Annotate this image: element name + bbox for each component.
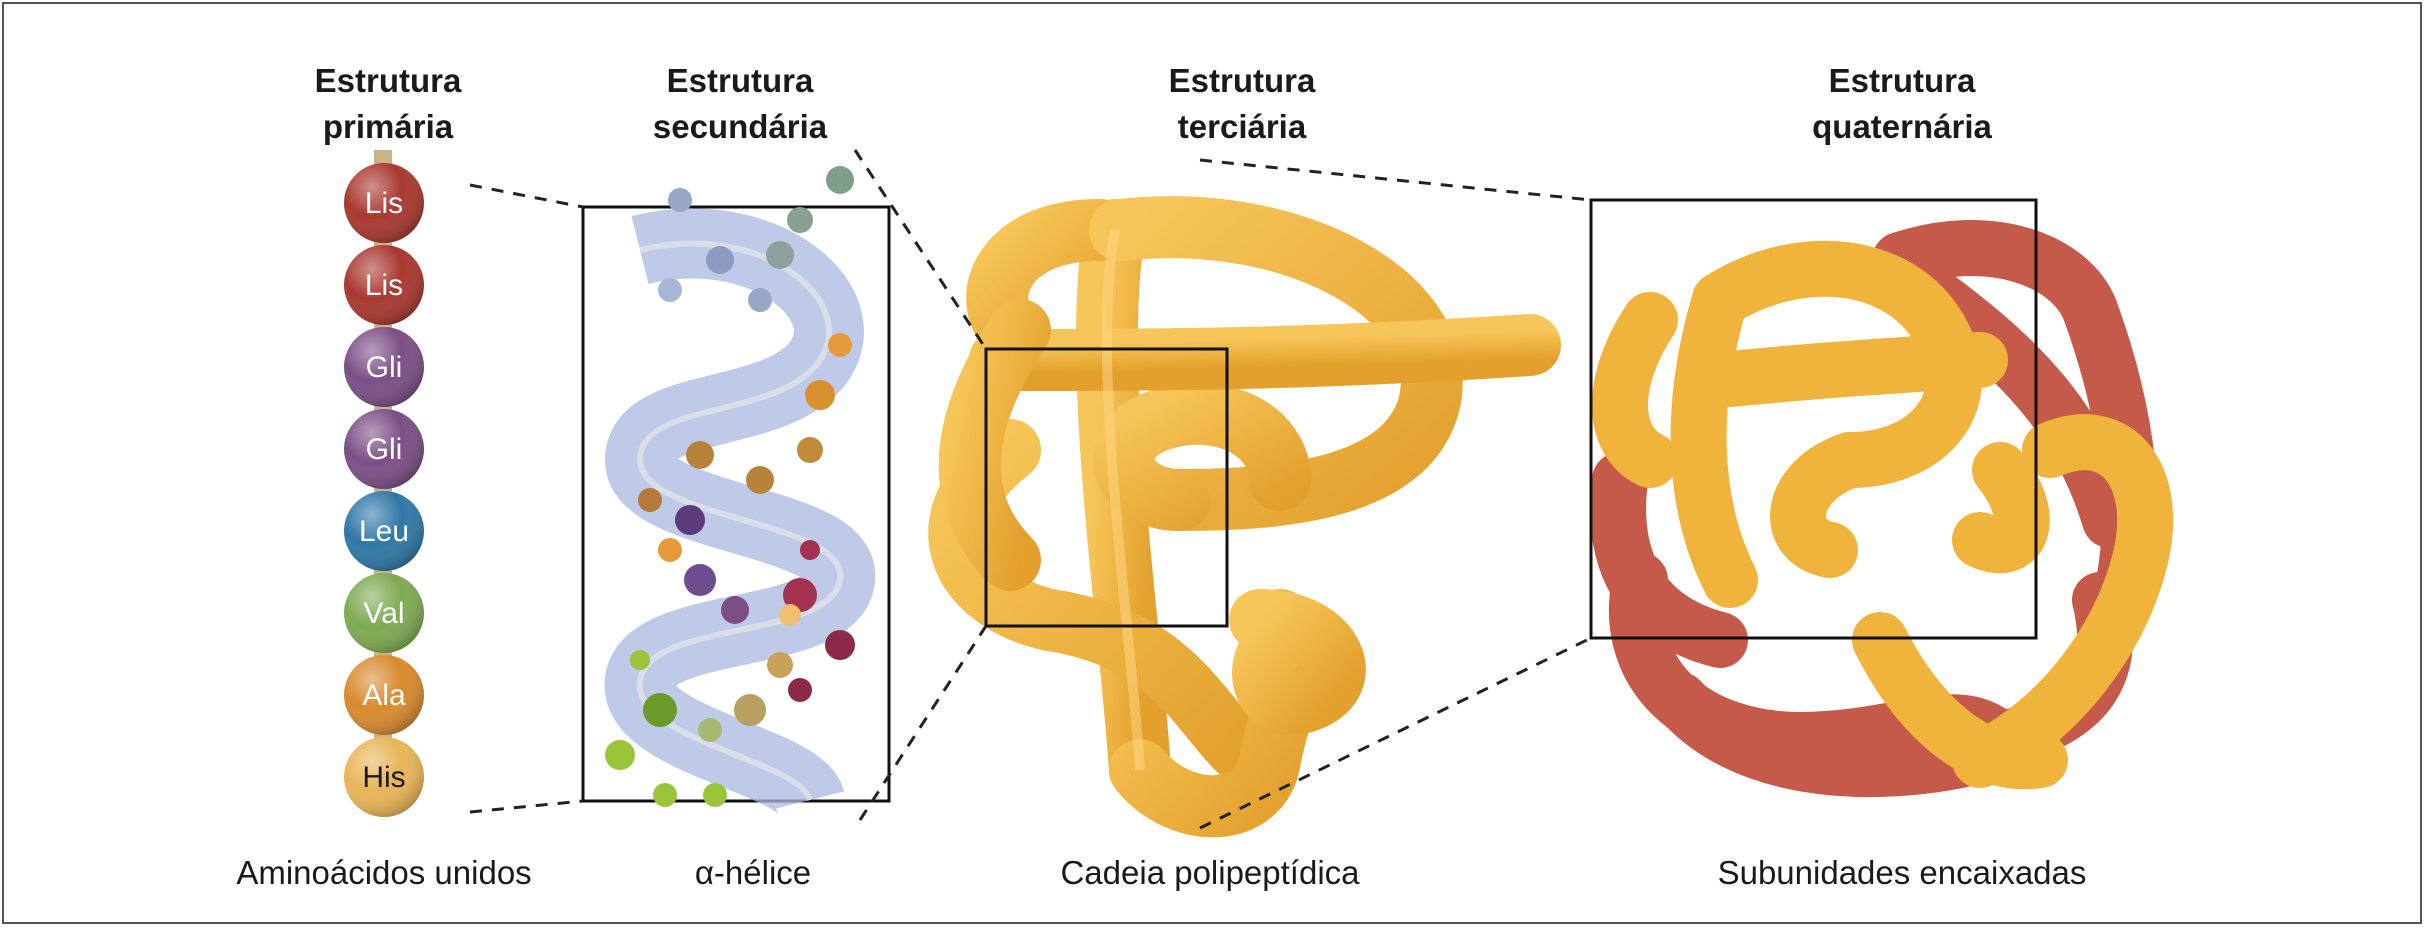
alpha-helix-illustration [583,166,889,807]
caption-quaternary: Subunidades encaixadas [1718,854,2087,891]
polypeptide-chain-illustration [959,227,1530,806]
amino-acid-bead: Gli [344,409,424,489]
title-line2: quaternária [1812,108,1992,145]
panel-title-tertiary: Estrutura terciária [1169,62,1316,145]
bead-label: Gli [366,351,403,384]
title-line2: primária [323,108,454,145]
bead-label: Lis [365,269,403,302]
caption-tertiary: Cadeia polipeptídica [1060,854,1360,891]
panel-title-quaternary: Estrutura quaternária [1812,62,1992,145]
bead-label: Val [363,597,404,630]
caption-secondary: α-hélice [695,854,811,891]
panel-title-primary: Estrutura primária [315,62,462,145]
amino-acid-bead: Ala [344,655,424,735]
title-line1: Estrutura [667,62,814,99]
amino-acid-bead: Val [344,573,424,653]
title-line2: terciária [1178,108,1307,145]
panel-title-secondary: Estrutura secundária [653,62,828,145]
amino-acid-bead: Lis [344,163,424,243]
subunits-illustration [1591,200,2145,769]
zoom-line [860,626,986,820]
title-line1: Estrutura [1829,62,1976,99]
bead-label: Ala [362,679,406,712]
amino-acid-bead: Leu [344,491,424,571]
zoom-line [470,185,583,207]
bead-label: Lis [365,187,403,220]
bead-label: Gli [366,433,403,466]
title-line1: Estrutura [315,62,462,99]
bead-label: His [362,761,405,794]
zoom-line [855,150,986,349]
bead-label: Leu [359,515,409,548]
gold-tube [959,227,1530,806]
zoom-line [1200,160,1591,200]
zoom-line [470,801,583,812]
title-line2: secundária [653,108,828,145]
title-line1: Estrutura [1169,62,1316,99]
amino-acid-bead: Lis [344,245,424,325]
amino-acid-bead: His [344,737,424,817]
caption-primary: Aminoácidos unidos [236,854,531,891]
amino-acid-bead: Gli [344,327,424,407]
